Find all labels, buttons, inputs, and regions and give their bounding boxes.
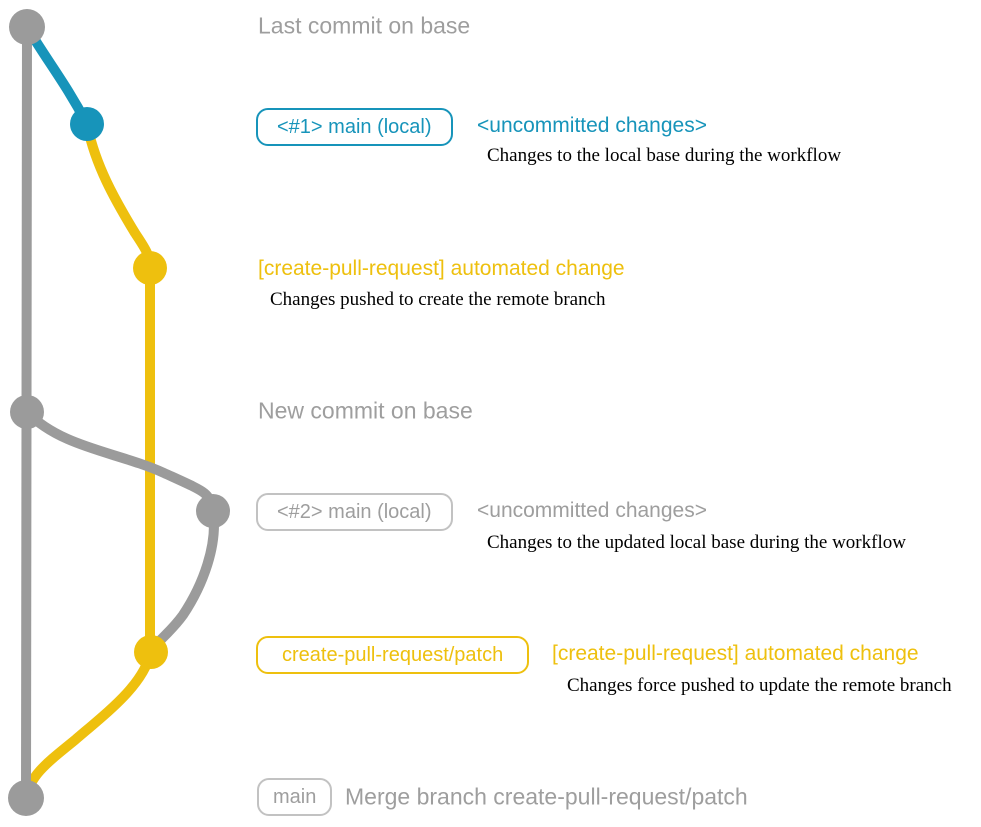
commit-node-new-base <box>10 395 44 429</box>
branch-badge-create-pull-request-patch: create-pull-request/patch <box>256 636 530 674</box>
commit-title-automated-1: [create-pull-request] automated change <box>258 257 625 280</box>
commit-title-uncommitted-1: <uncommitted changes> <box>477 114 707 137</box>
commit-title-automated-2: [create-pull-request] automated change <box>552 642 919 665</box>
branch-badge-main-local-1: <#1> main (local) <box>256 108 453 146</box>
label-last-commit-on-base: Last commit on base <box>258 12 471 39</box>
branch-badge-main: main <box>257 778 333 816</box>
commit-node-automated-2 <box>134 635 168 669</box>
commit-caption-automated-2: Changes force pushed to update the remot… <box>567 675 952 696</box>
edge-uncommitted-2-to-automated-2 <box>146 506 219 657</box>
edge-automated-2-to-merge <box>21 647 156 803</box>
commit-node-last-base <box>9 9 45 45</box>
commit-caption-uncommitted-2: Changes to the updated local base during… <box>487 532 906 553</box>
commit-caption-uncommitted-1: Changes to the local base during the wor… <box>487 145 842 166</box>
commit-node-uncommitted-2 <box>196 494 230 528</box>
commit-title-uncommitted-2: <uncommitted changes> <box>477 499 707 522</box>
commit-title-merge: Merge branch create-pull-request/patch <box>345 783 748 810</box>
label-new-commit-on-base: New commit on base <box>258 397 473 424</box>
commit-node-automated-1 <box>133 251 167 285</box>
edge-uncommitted-1-to-automated-1 <box>82 119 155 273</box>
commit-node-uncommitted-1 <box>70 107 104 141</box>
branch-badge-main-local-2: <#2> main (local) <box>256 493 453 531</box>
commit-caption-automated-1: Changes pushed to create the remote bran… <box>270 289 606 310</box>
edge-new-base-to-uncommitted-2 <box>22 407 218 516</box>
commit-node-merge <box>8 780 44 816</box>
git-graph <box>8 9 230 816</box>
